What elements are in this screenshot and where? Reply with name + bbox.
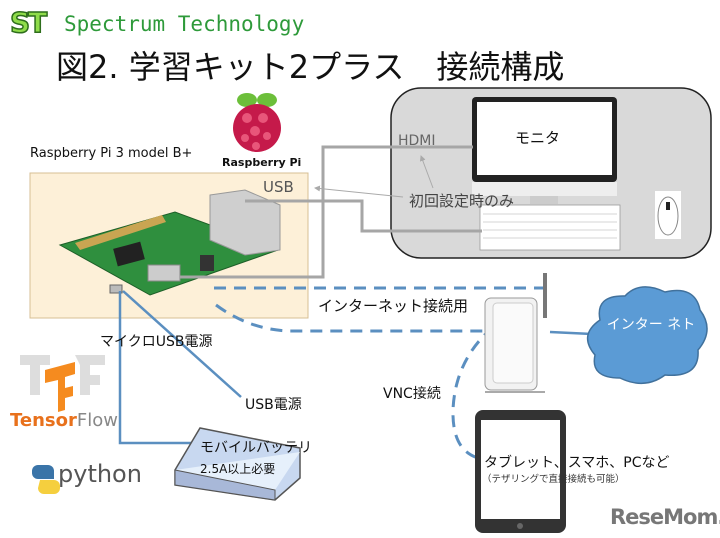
monitor-label: モニタ	[515, 129, 561, 147]
tensorflow-wordmark-a: Tensor	[10, 410, 77, 431]
usb-label: USB	[263, 178, 294, 196]
resemom-logo: ReseMom.	[610, 505, 720, 529]
usb-power-cable	[122, 290, 242, 398]
hdmi-cable	[180, 145, 473, 279]
wifi-link-lower	[215, 303, 491, 333]
spectrum-technology-logo-name: Spectrum Technology	[64, 12, 305, 36]
vnc-label: VNC接続	[383, 386, 441, 402]
raspberry-pi-board-image	[58, 189, 281, 296]
tablet-icon	[475, 410, 566, 533]
mobile-battery-label: モバイルバッテリ	[200, 440, 312, 456]
internet-cloud-icon	[586, 286, 708, 384]
keyboard-icon	[479, 204, 621, 251]
tensorflow-wordmark: TensorFlow	[10, 410, 118, 431]
usb-power-label: USB電源	[245, 397, 302, 413]
page-title: 図2. 学習キット2プラス 接続構成	[56, 48, 565, 86]
python-wordmark: python	[58, 460, 142, 488]
devices-label: タブレット、スマホ、PCなど	[484, 455, 670, 471]
internet-cable	[549, 330, 593, 336]
usb-cable	[245, 199, 482, 233]
tensorflow-wordmark-b: Flow	[76, 410, 118, 431]
first-setup-note: 初回設定時のみ	[409, 192, 515, 210]
tensorflow-logo	[20, 355, 105, 412]
micro-usb-cable	[118, 291, 200, 445]
vnc-link	[451, 325, 494, 460]
hdmi-label: HDMI	[398, 133, 436, 149]
python-logo	[32, 465, 60, 494]
wifi-router-icon	[484, 273, 547, 393]
tethering-note: （テザリングで直接接続も可能）	[482, 474, 625, 485]
mouse-icon	[655, 191, 681, 239]
raspberry-pi-brand-label: Raspberry Pi	[222, 156, 302, 169]
internet-use-label: インターネット接続用	[318, 297, 469, 315]
raspberry-pi-model-label: Raspberry Pi 3 model B+	[30, 146, 193, 161]
monitor-icon	[472, 97, 617, 204]
spectrum-technology-logo-mark: ST	[9, 5, 48, 40]
raspberry-pi-logo	[233, 93, 281, 152]
internet-cloud-label: インター ネト	[606, 317, 696, 333]
micro-usb-power-label: マイクロUSB電源	[100, 334, 213, 350]
mobile-battery-icon	[174, 427, 301, 501]
note-arrow-hdmi	[419, 155, 434, 189]
battery-requirement-label: 2.5A以上必要	[200, 462, 276, 476]
note-arrow-usb	[314, 185, 404, 198]
